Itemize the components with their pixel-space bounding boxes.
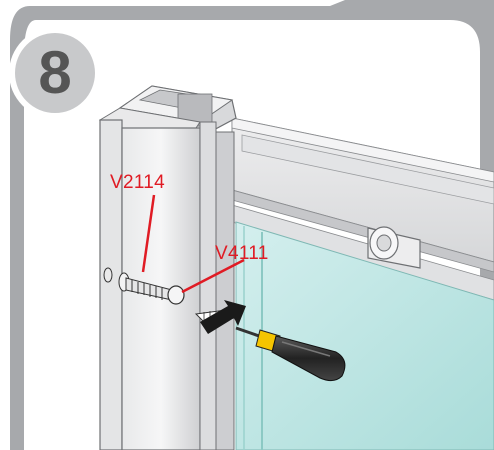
screw [103,267,185,305]
part-label-v2114: V2114 [110,172,166,193]
wall-profile [98,85,237,450]
sliding-door-glass [235,221,494,450]
step-number-badge [9,27,101,119]
roller-bracket [367,226,421,269]
arrow-icon [200,300,246,334]
step-number: 8 [38,39,72,106]
screwdriver [235,326,346,382]
callout-lines [141,194,245,294]
part-label-v4111: V4111 [215,243,269,264]
